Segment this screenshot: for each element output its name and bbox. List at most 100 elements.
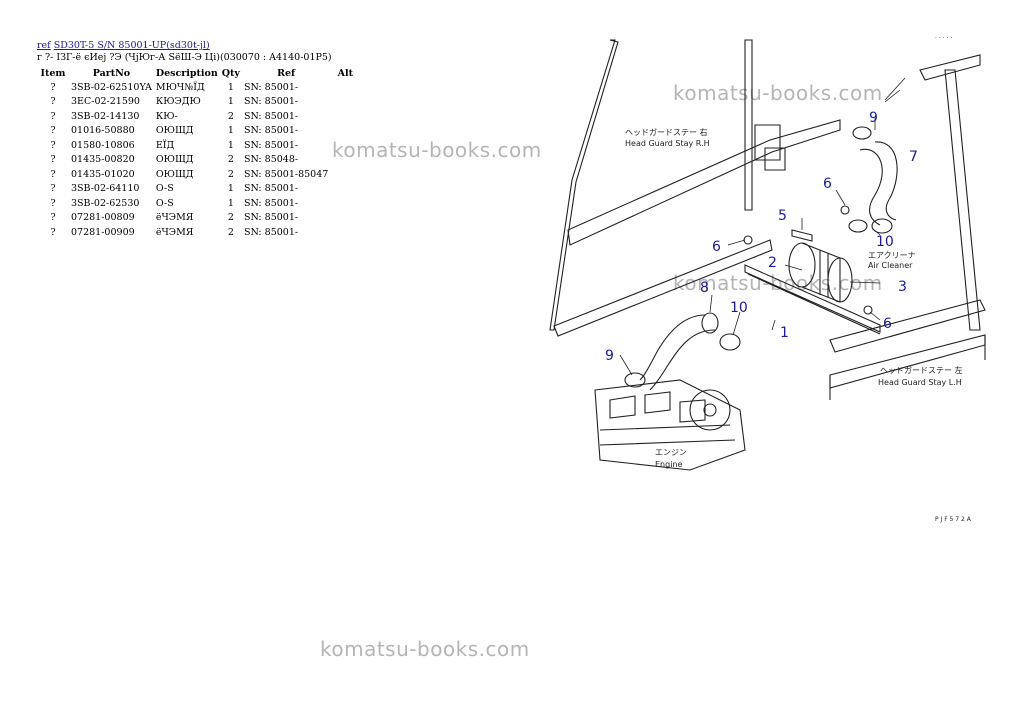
hose-clamp-9-top [852, 126, 872, 140]
ref-cell: SN: 85001- [243, 125, 299, 137]
description-cell: ёЧЭМЯ [155, 212, 194, 224]
stay-lh-post [944, 69, 981, 331]
engine-block [594, 379, 746, 471]
qty-cell: 2 [227, 154, 234, 166]
hose-clamp-9-bottom [624, 372, 646, 388]
callout-1: 1 [780, 325, 789, 341]
upper-hose [859, 141, 898, 226]
bolt [791, 229, 813, 242]
ref-link[interactable]: ref [37, 40, 51, 51]
qty-cell: 1 [227, 96, 234, 108]
alt-cell [330, 182, 360, 197]
stay-rh-lower [553, 239, 773, 337]
ref-cell: SN: 85001- [243, 81, 299, 93]
watermark: komatsu-books.com [673, 81, 883, 105]
description-cell: МЮЧ№ЇД [155, 81, 205, 93]
item-cell: ? [50, 197, 56, 209]
description-cell: ёЧЭМЯ [155, 226, 194, 238]
table-row: ? 07281-00909 ёЧЭМЯ 2 SN: 85001- [37, 225, 360, 240]
item-cell: ? [50, 96, 56, 108]
item-cell: ? [50, 212, 56, 224]
callout-6: 6 [712, 239, 721, 255]
watermark: komatsu-books.com [320, 637, 530, 661]
item-cell: ? [50, 154, 56, 166]
mount-bracket [744, 264, 881, 335]
qty-cell: 1 [227, 197, 234, 209]
ref-cell: SN: 85001-85047 [243, 168, 329, 180]
ref-cell: SN: 85001- [243, 110, 299, 122]
engine-fan [689, 389, 731, 431]
hose-clamp-10-top [848, 219, 868, 233]
description-cell: КЮЭДЮ [155, 96, 201, 108]
col-header-qty: Qty [221, 67, 240, 79]
item-cell: ? [50, 139, 56, 151]
stay-lh-leg [829, 335, 986, 400]
lower-hose [639, 314, 716, 391]
item-cell: ? [50, 81, 56, 93]
description-cell: O-S [155, 183, 174, 195]
callout-10: 10 [876, 234, 894, 250]
item-cell: ? [50, 226, 56, 238]
item-cell: ? [50, 168, 56, 180]
washer-6-top [743, 235, 753, 245]
ref-cell: SN: 85001- [243, 197, 299, 209]
partno-cell: 07281-00909 [71, 226, 135, 238]
alt-cell [330, 109, 360, 124]
qty-cell: 2 [227, 212, 234, 224]
partno-cell: 3SB-02-62530 [71, 197, 140, 209]
callout-2: 2 [768, 255, 777, 271]
description-cell: ЕЇД [155, 139, 175, 151]
partno-cell: 07281-00809 [71, 212, 135, 224]
air-cleaner-end [788, 242, 816, 288]
col-header-ref: Ref [277, 67, 296, 79]
stay-rh-beam [567, 119, 841, 246]
label-stay-lh: Head Guard Stay L.H [878, 378, 962, 387]
description-cell: ОЮЩД [155, 168, 194, 180]
callout-5: 6 [823, 176, 832, 192]
parts-diagram: ヘッドガードステー 右 Head Guard Stay R.H エアクリーナ A… [549, 35, 986, 523]
ref-cell: SN: 85001- [243, 212, 299, 224]
partno-cell: 3SB-02-62510YA [71, 81, 152, 93]
ref-cell: SN: 85001- [243, 139, 299, 151]
ref-cell: SN: 85048- [243, 154, 299, 166]
stay-rh-bracket [754, 124, 786, 171]
label-stay-rh-jp: ヘッドガードステー 右 [625, 127, 708, 137]
qty-cell: 2 [227, 168, 234, 180]
alt-cell [330, 211, 360, 226]
col-header-description: Description [155, 67, 218, 79]
label-engine-jp: エンジン [655, 448, 687, 457]
watermark: komatsu-books.com [332, 138, 542, 162]
description-cell: КЮ- [155, 110, 178, 122]
qty-cell: 1 [227, 81, 234, 93]
table-row: ? 07281-00809 ёЧЭМЯ 2 SN: 85001- [37, 211, 360, 226]
alt-cell [330, 167, 360, 182]
qty-cell: 2 [227, 226, 234, 238]
callout-7: 7 [909, 149, 918, 165]
model-link[interactable]: SD30T-5 S/N 85001-UP(sd30t-jl) [53, 40, 210, 51]
hose-end-8 [701, 312, 719, 334]
figure-code: P J F 5 7 2 A [935, 516, 972, 523]
qty-cell: 1 [227, 125, 234, 137]
stay-lh-top [919, 54, 981, 81]
partno-cell: 01435-00820 [71, 154, 135, 166]
callout-8: 8 [700, 280, 709, 296]
alt-cell [330, 80, 360, 95]
label-stay-lh-jp: ヘッドガードステー 左 [880, 365, 963, 375]
partno-cell: 3SB-02-64110 [71, 183, 140, 195]
item-cell: ? [50, 183, 56, 195]
callout-10: 10 [730, 300, 748, 316]
label-engine: Engine [655, 460, 682, 469]
ref-cell: SN: 85001- [243, 226, 299, 238]
ref-cell: SN: 85001- [243, 96, 299, 108]
stay-rh-post [744, 39, 753, 211]
label-air-cleaner-jp: エアクリーナ [868, 251, 916, 260]
corner-mark: · · · · · [935, 35, 952, 42]
